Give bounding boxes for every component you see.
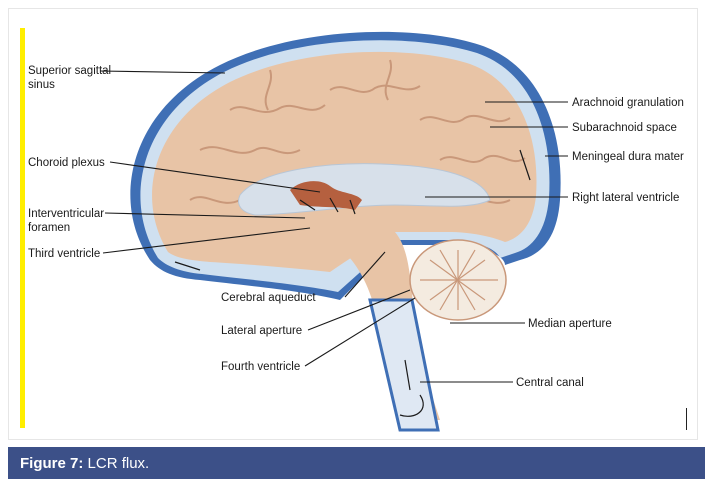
- label-central-canal: Central canal: [516, 377, 584, 389]
- label-meningeal-dura-mater: Meningeal dura mater: [572, 151, 684, 163]
- label-choroid-plexus: Choroid plexus: [28, 157, 105, 169]
- caption-label: Figure 7:: [20, 455, 83, 472]
- caption-text: LCR flux.: [88, 455, 150, 472]
- brain-diagram: Superior sagittal sinus Choroid plexus I…: [0, 0, 705, 445]
- label-superior-sagittal-sinus: Superior sagittal: [28, 65, 111, 77]
- label-subarachnoid-space: Subarachnoid space: [572, 122, 677, 134]
- label-superior-sagittal-sinus-2: sinus: [28, 79, 55, 91]
- label-interventricular-foramen: Interventricular: [28, 208, 104, 220]
- label-median-aperture: Median aperture: [528, 318, 612, 330]
- label-third-ventricle: Third ventricle: [28, 248, 100, 260]
- label-arachnoid-granulation: Arachnoid granulation: [572, 97, 684, 109]
- label-cerebral-aqueduct: Cerebral aqueduct: [221, 292, 316, 304]
- label-right-lateral-ventricle: Right lateral ventricle: [572, 192, 679, 204]
- label-lateral-aperture: Lateral aperture: [221, 325, 302, 337]
- figure-caption: Figure 7: LCR flux.: [8, 447, 705, 479]
- label-fourth-ventricle: Fourth ventricle: [221, 361, 300, 373]
- label-interventricular-foramen-2: foramen: [28, 222, 70, 234]
- text-cursor: [686, 408, 687, 430]
